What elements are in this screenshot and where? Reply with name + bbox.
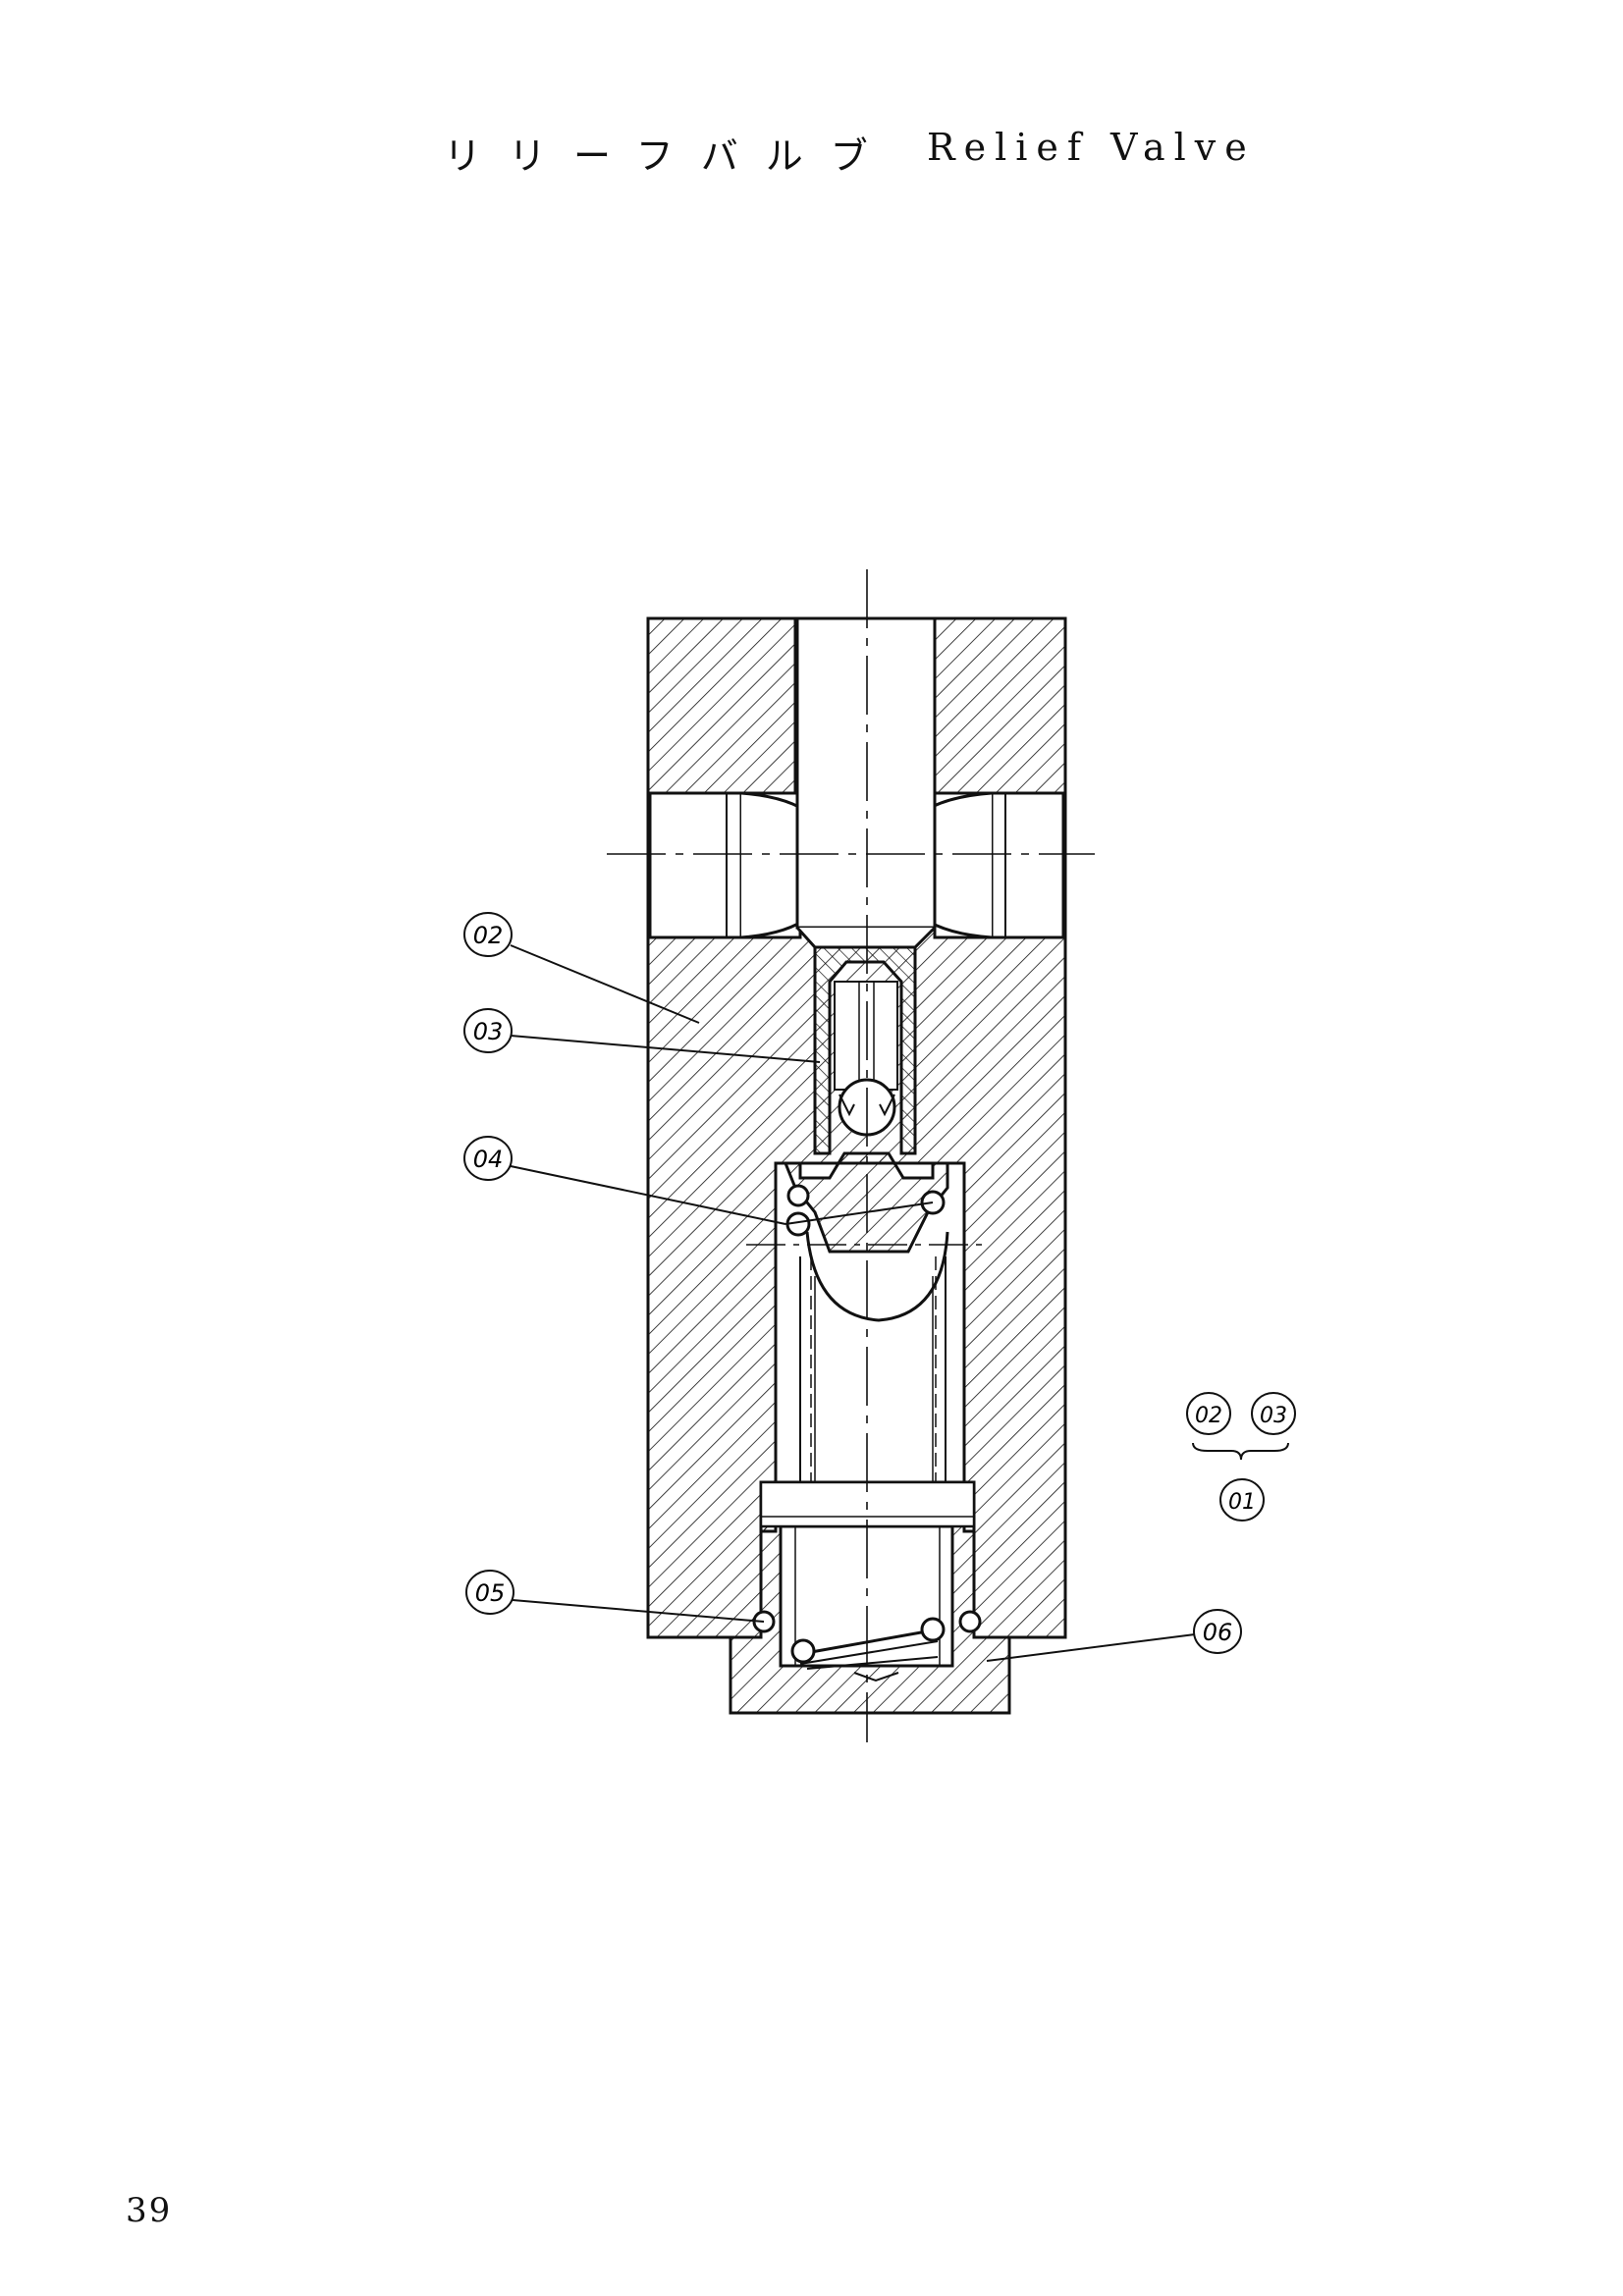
callout-05: 05	[465, 1570, 514, 1615]
plug	[729, 1480, 1011, 1715]
callout-05-label: 05	[475, 1579, 506, 1607]
page-number: 39	[126, 2191, 173, 2230]
callout-03-label: 03	[473, 1018, 504, 1045]
page-title: リリーフバルブ Relief Valve	[0, 126, 1623, 185]
legend-component-03: 03	[1260, 1404, 1287, 1428]
center-lines	[607, 569, 1095, 1742]
callout-02: 02	[463, 912, 513, 957]
callout-06: 06	[1193, 1609, 1242, 1654]
title-english: Relief Valve	[927, 126, 1256, 169]
callout-02-label: 02	[473, 922, 504, 949]
spring-chamber	[774, 1163, 966, 1531]
callout-03: 03	[463, 1008, 513, 1053]
callout-04-label: 04	[473, 1146, 504, 1173]
title-japanese: リリーフバルブ	[444, 134, 895, 178]
legend-component-02: 02	[1195, 1404, 1222, 1428]
leader-lines	[510, 944, 1196, 1662]
callout-04: 04	[463, 1136, 513, 1181]
assembly-legend: 02 03 01	[1186, 1392, 1296, 1522]
legend-brace	[1192, 1442, 1289, 1461]
legend-assembly-01: 01	[1228, 1490, 1256, 1515]
callout-06-label: 06	[1203, 1619, 1233, 1646]
o-rings	[752, 1184, 982, 1664]
